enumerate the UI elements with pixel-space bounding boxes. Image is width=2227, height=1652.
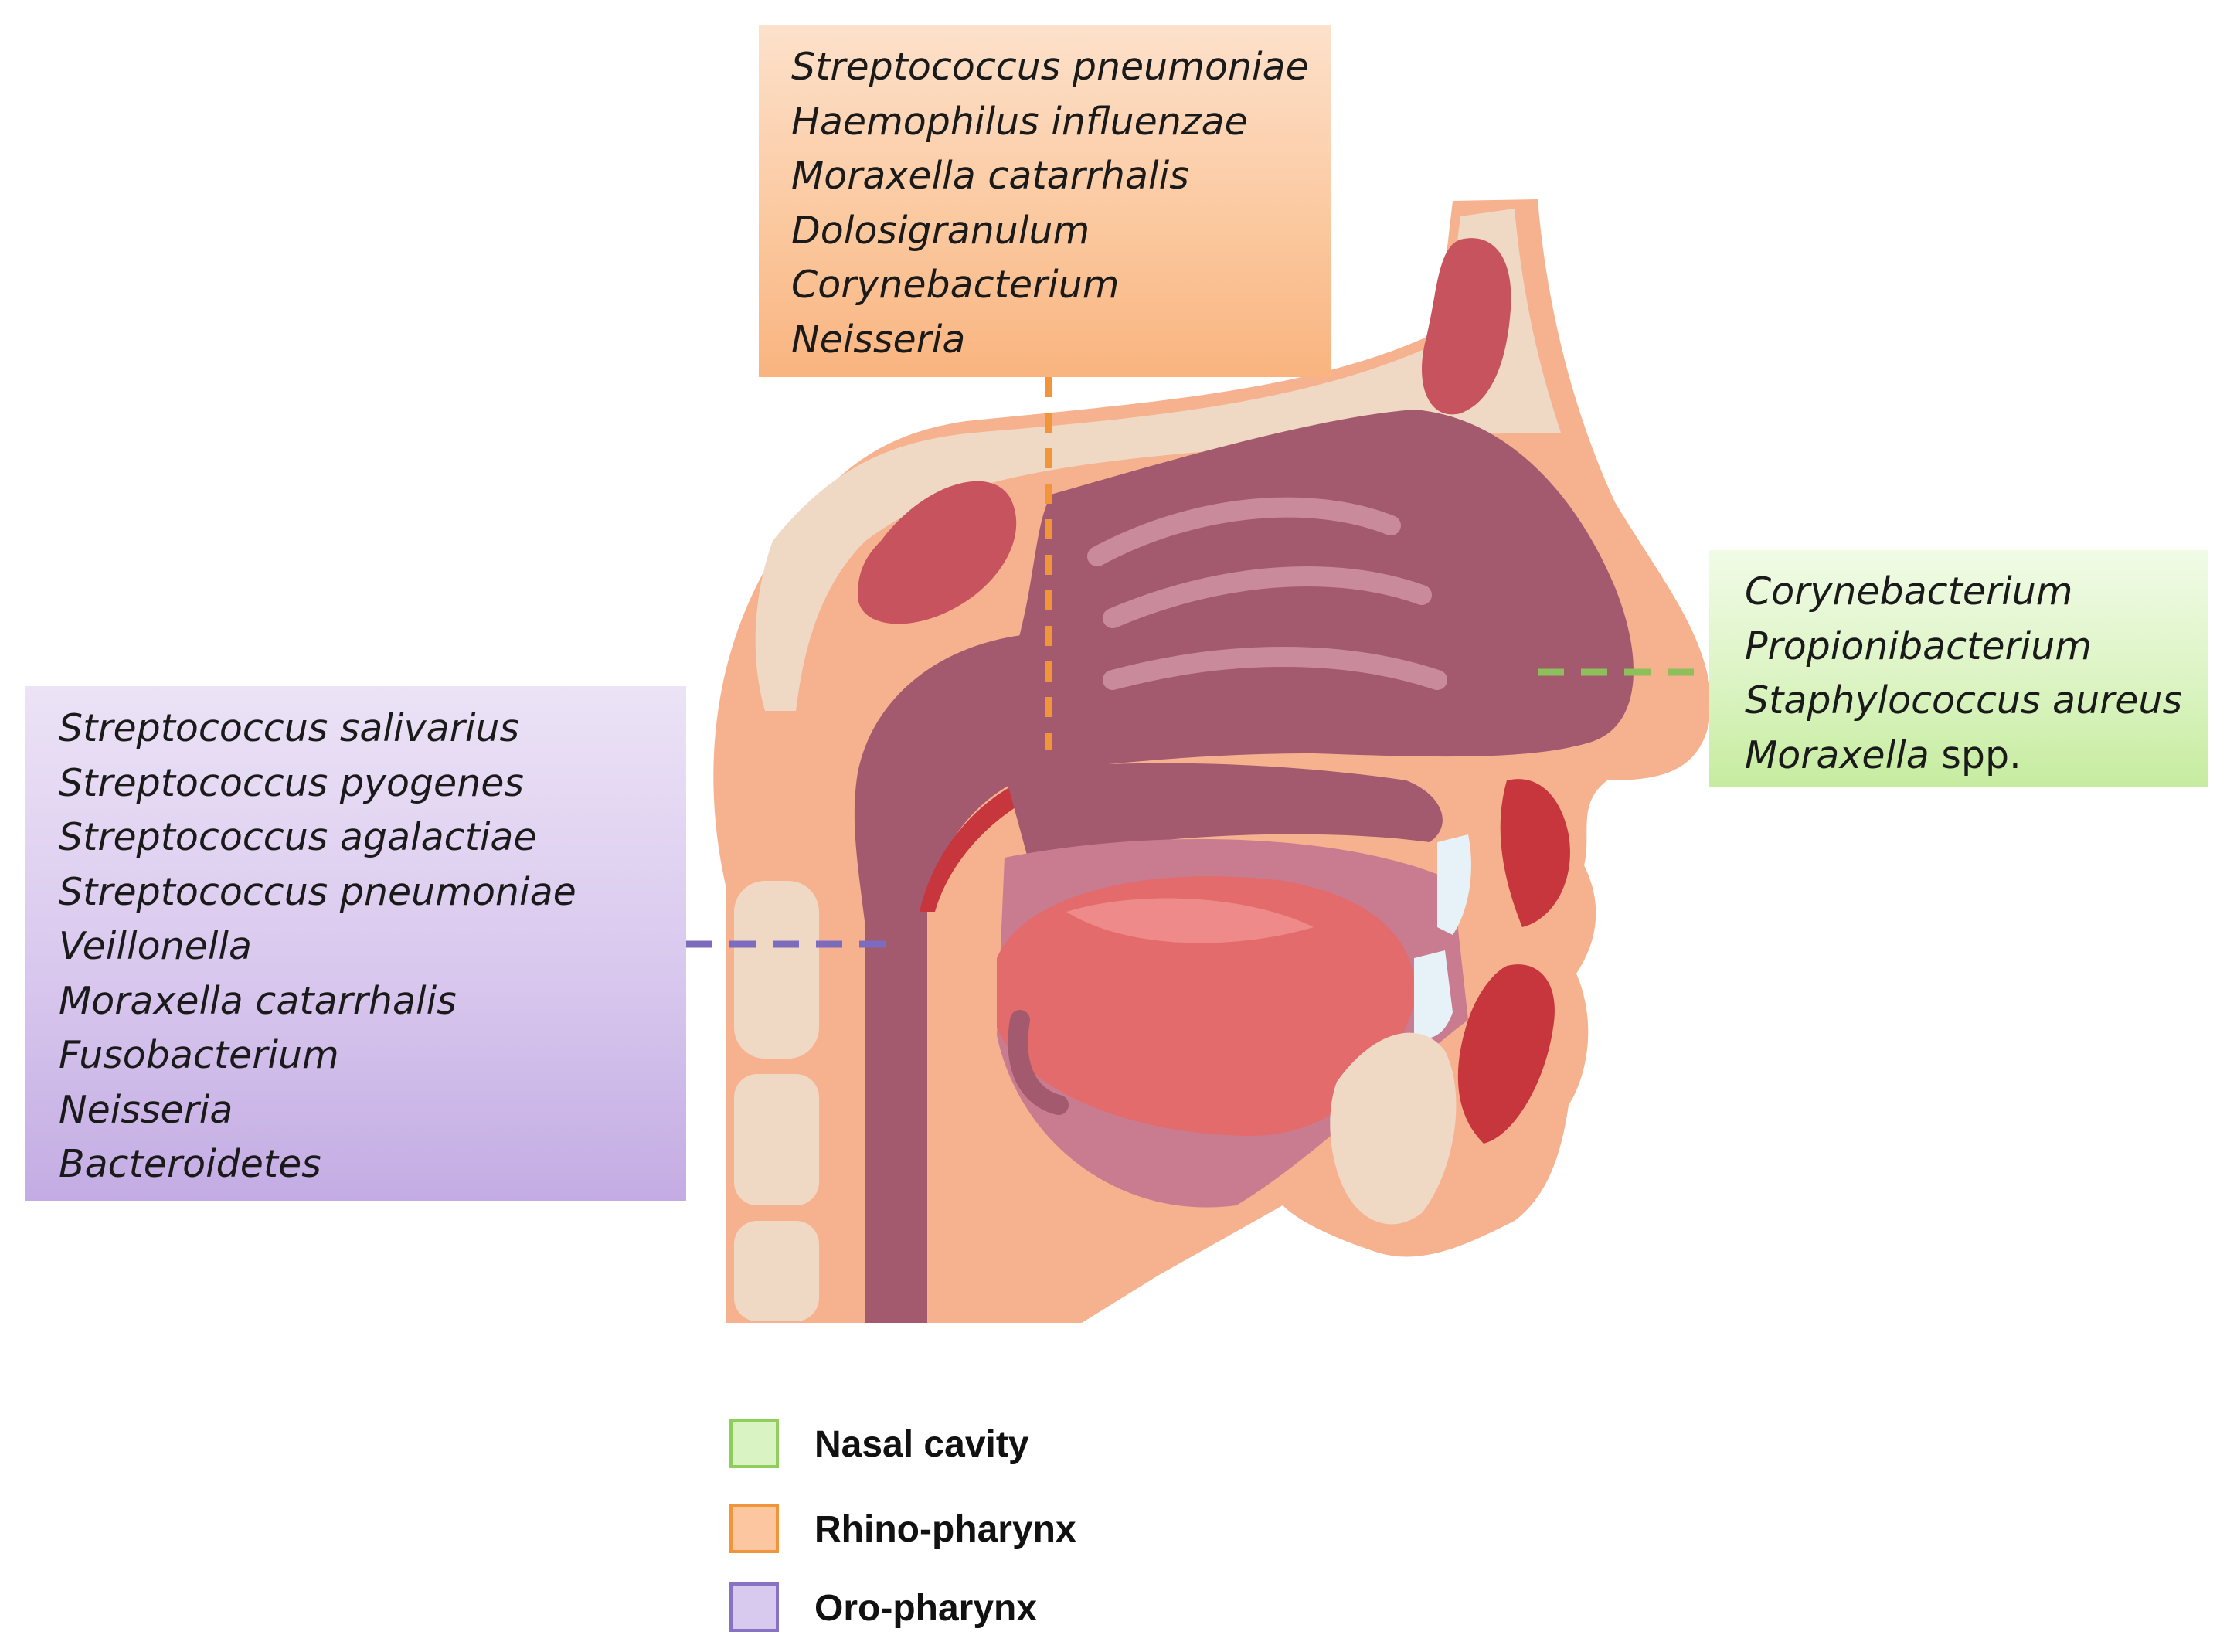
species-item: Dolosigranulum bbox=[791, 208, 1090, 253]
species-item-with-suffix: Moraxella spp. bbox=[1745, 729, 2208, 784]
legend-swatch-oro-pharynx bbox=[729, 1582, 779, 1632]
legend-swatch-rhino-pharynx bbox=[729, 1504, 779, 1553]
legend-label: Oro-pharynx bbox=[814, 1588, 1038, 1629]
rhino-pharynx-box: Streptococcus pneumoniae Haemophilus inf… bbox=[759, 25, 1331, 377]
rhino-pharynx-species-list: Streptococcus pneumoniae Haemophilus inf… bbox=[791, 40, 1331, 367]
pharynx bbox=[854, 634, 1035, 1323]
species-item: Neisseria bbox=[791, 317, 966, 362]
species-item: Neisseria bbox=[59, 1087, 233, 1132]
epiglottis bbox=[1008, 1010, 1069, 1115]
species-genus: Moraxella bbox=[1745, 733, 1930, 777]
oro-pharynx-box: Streptococcus salivarius Streptococcus p… bbox=[25, 686, 686, 1201]
legend-label: Nasal cavity bbox=[814, 1424, 1029, 1465]
species-item: Streptococcus pyogenes bbox=[59, 760, 524, 805]
species-item: Streptococcus pneumoniae bbox=[59, 869, 576, 914]
legend-swatch-nasal-cavity bbox=[729, 1419, 779, 1468]
species-item: Moraxella catarrhalis bbox=[59, 978, 457, 1023]
species-item: Moraxella catarrhalis bbox=[791, 154, 1189, 198]
nasal-cavity bbox=[1009, 410, 1634, 773]
tongue bbox=[997, 876, 1416, 1136]
species-item: Corynebacterium bbox=[791, 263, 1120, 307]
nasal-cavity-species-list: Corynebacterium Propionibacterium Staphy… bbox=[1745, 565, 2208, 783]
upper-lip bbox=[1500, 779, 1570, 927]
species-item: Propionibacterium bbox=[1745, 624, 2093, 668]
species-item: Haemophilus influenzae bbox=[791, 99, 1248, 144]
species-item: Staphylococcus aureus bbox=[1745, 678, 2183, 722]
species-item: Streptococcus agalactiae bbox=[59, 815, 537, 859]
lower-lip bbox=[1457, 964, 1555, 1144]
legend-label: Rhino-pharynx bbox=[814, 1509, 1076, 1550]
lower-teeth bbox=[1414, 950, 1453, 1038]
nasal-turbinates bbox=[1087, 497, 1447, 690]
species-suffix: spp. bbox=[1929, 733, 2021, 777]
species-item: Corynebacterium bbox=[1745, 569, 2073, 614]
oro-pharynx-species-list: Streptococcus salivarius Streptococcus p… bbox=[59, 702, 686, 1192]
nasal-cavity-box: Corynebacterium Propionibacterium Staphy… bbox=[1709, 550, 2208, 787]
sphenoid-sinus bbox=[858, 481, 1017, 624]
palate bbox=[1005, 763, 1443, 858]
upper-teeth bbox=[1437, 834, 1471, 935]
frontal-sinus bbox=[1422, 238, 1511, 415]
species-item: Fusobacterium bbox=[59, 1033, 339, 1077]
species-item: Streptococcus pneumoniae bbox=[791, 45, 1309, 89]
species-item: Veillonella bbox=[59, 924, 253, 968]
tongue-highlight bbox=[1066, 898, 1314, 943]
species-item: Streptococcus salivarius bbox=[59, 706, 520, 750]
mandible bbox=[1330, 1032, 1457, 1225]
species-item: Bacteroidetes bbox=[59, 1142, 321, 1186]
cervical-vertebrae bbox=[734, 881, 819, 1321]
